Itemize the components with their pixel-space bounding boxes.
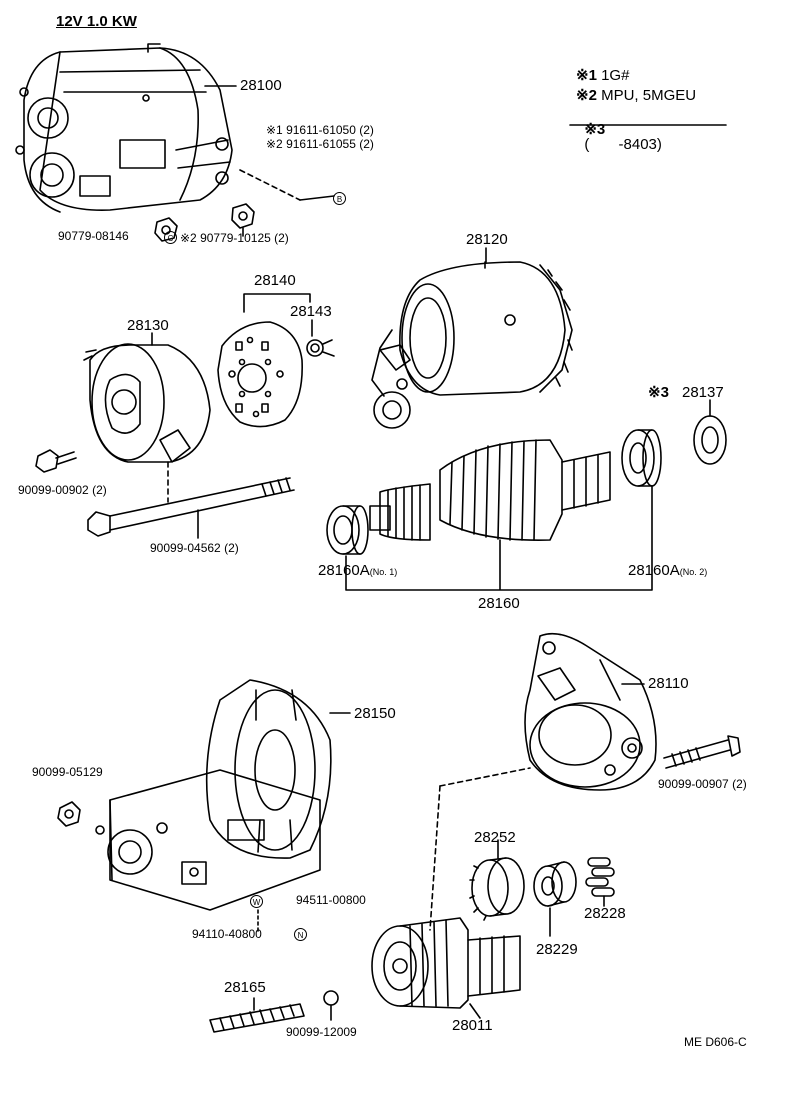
note-1: ※1 1G# — [576, 68, 629, 83]
label-28137: 28137 — [682, 384, 724, 401]
bolt-90099-00907 — [663, 735, 741, 769]
brush-spring-28143 — [306, 339, 335, 357]
label-91611-61050: ※1 91611-61050 (2) — [266, 123, 374, 137]
label-28160A-no2-sub: (No. 2) — [679, 567, 708, 577]
note-1-mark: ※1 — [576, 67, 597, 84]
stud-28165 — [209, 1003, 305, 1033]
bearing-28160A-no1 — [326, 505, 369, 555]
label-90099-12009: 90099-12009 — [286, 1025, 357, 1039]
note-2-mark: ※2 — [576, 87, 597, 104]
label-28228: 28228 — [584, 905, 626, 922]
clutch-28011 — [371, 917, 521, 1009]
nut-90779-10125 — [231, 203, 255, 237]
drive-housing-28110 — [524, 632, 657, 791]
magnetic-switch-28150 — [95, 679, 332, 911]
figure-code: ME D606-C — [684, 1035, 747, 1049]
leader-dashed-4 — [429, 785, 441, 931]
label-90779-10125: ※2 90779-10125 (2) — [180, 231, 289, 245]
mark-n: N — [294, 926, 307, 942]
spec-title: 12V 1.0 KW — [56, 13, 137, 30]
ball-90099-12009 — [323, 990, 339, 1006]
mark-c: C — [164, 229, 177, 245]
label-28100: 28100 — [240, 77, 282, 94]
label-28160A-no1-text: 28160A — [318, 562, 370, 579]
starter-assembly-28100 — [15, 43, 233, 213]
label-94511-00800: 94511-00800 — [296, 893, 366, 907]
label-28150: 28150 — [354, 705, 396, 722]
leader-28140 — [243, 293, 311, 313]
label-91611-61055: ※2 91611-61055 (2) — [266, 137, 374, 151]
label-90099-00902: 90099-00902 (2) — [18, 483, 107, 497]
label-28160A-no1: 28160A(No. 1) — [318, 563, 397, 578]
label-90099-04562: 90099-04562 (2) — [150, 541, 239, 555]
leader-28011 — [469, 1003, 481, 1019]
through-bolt-90099-04562 — [87, 477, 295, 537]
retainer-28229 — [533, 861, 577, 907]
rollers-28228 — [585, 857, 615, 897]
label-28165: 28165 — [224, 979, 266, 996]
armature-28160 — [369, 439, 611, 541]
screw-90099-00902 — [35, 449, 77, 473]
label-28160A-no1-sub: (No. 1) — [369, 567, 398, 577]
label-90099-00907: 90099-00907 (2) — [658, 777, 747, 791]
label-28110: 28110 — [648, 675, 689, 692]
label-28140: 28140 — [254, 272, 296, 289]
field-frame-28120 — [371, 261, 573, 429]
mark-b: B — [333, 190, 346, 206]
note-2: ※2 MPU, 5MGEU — [576, 88, 696, 103]
label-28130: 28130 — [127, 317, 169, 334]
brush-holder-28140 — [217, 321, 303, 428]
label-28252: 28252 — [474, 829, 516, 846]
note-2-text: MPU, 5MGEU — [601, 87, 697, 104]
label-28143: 28143 — [290, 303, 332, 320]
label-28120: 28120 — [466, 231, 508, 248]
note-3-text: ( -8403) — [584, 136, 662, 153]
label-90779-08146: 90779-08146 — [58, 229, 129, 243]
label-28160A-no2-text: 28160A — [628, 562, 680, 579]
bearing-28160A-no2 — [621, 429, 662, 487]
leader-line — [299, 195, 335, 201]
nut-90099-05129 — [57, 801, 81, 827]
washer-28137 — [693, 415, 727, 465]
note-3: ※3 ( -8403) — [576, 107, 662, 152]
label-28137-mark: ※3 — [648, 384, 669, 401]
leader-28160 — [345, 485, 653, 591]
label-28229: 28229 — [536, 941, 578, 958]
label-28160A-no2: 28160A(No. 2) — [628, 563, 707, 578]
leader-dashed — [239, 169, 301, 201]
leader-dashed-3 — [439, 767, 531, 787]
mark-c-text: C — [164, 231, 177, 244]
mark-n-text: N — [294, 928, 307, 941]
gear-28252 — [469, 857, 525, 921]
note-1-text: 1G# — [601, 67, 630, 84]
label-90099-05129: 90099-05129 — [32, 765, 103, 779]
end-frame-28130 — [83, 343, 211, 463]
mark-w: W — [250, 893, 263, 909]
mark-b-text: B — [333, 192, 346, 205]
mark-w-text: W — [250, 895, 263, 908]
label-28160: 28160 — [478, 595, 520, 612]
note-3-mark: ※3 — [584, 121, 606, 138]
label-94110-40800: 94110-40800 — [192, 927, 262, 941]
label-28011: 28011 — [452, 1017, 493, 1034]
